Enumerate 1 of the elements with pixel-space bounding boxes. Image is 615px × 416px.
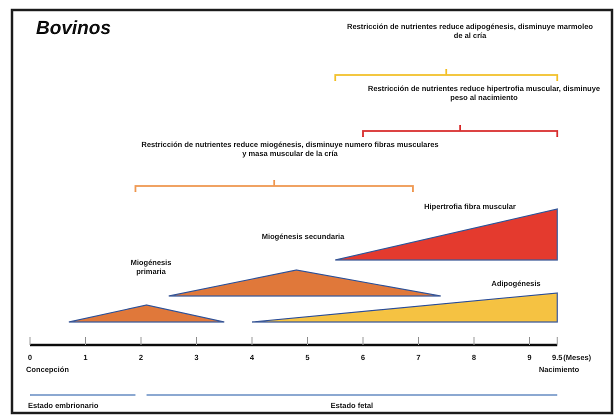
- title: Bovinos: [36, 18, 111, 40]
